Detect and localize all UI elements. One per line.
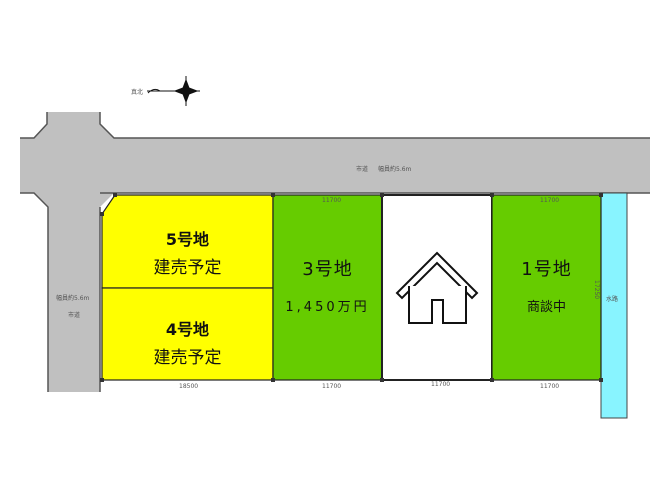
house-icon [395,251,479,324]
dim-bottom-lot3: 11700 [322,383,342,390]
road-v-name: 市道 [68,312,81,319]
lot-3-name: 3号地 [302,259,353,280]
lot-1-name: 1号地 [521,259,572,280]
dim-bottom-lot4: 18500 [179,383,199,390]
lot-5-status: 建売予定 [153,258,222,278]
lot-4[interactable] [101,287,274,381]
lot-3[interactable] [272,194,383,381]
boundary-markers [100,193,603,382]
road-h-width: 幅員約5.6m [378,166,412,173]
dim-bottom-lot1: 11700 [540,383,560,390]
lot-1-status: 商談中 [526,300,566,315]
lot-3-price: 1,450万円 [285,300,370,315]
compass-label: 真北 [131,89,144,96]
north-arrow-icon [147,76,200,106]
dim-top-lot3: 11700 [322,197,342,204]
dim-bottom-lot2: 11700 [431,381,451,388]
road-network [20,112,650,392]
road-h-name: 市道 [356,166,369,173]
road-v-width: 幅員約5.6m [56,295,90,302]
lot-4-name: 4号地 [165,320,210,339]
lot-1[interactable] [491,194,602,381]
water-channel [600,192,628,419]
lot-5-name: 5号地 [165,230,210,249]
road-edges [20,112,650,392]
water-label: 水路 [606,296,619,303]
lot-4-status: 建売予定 [153,348,222,368]
dim-top-lot1: 11700 [540,197,560,204]
